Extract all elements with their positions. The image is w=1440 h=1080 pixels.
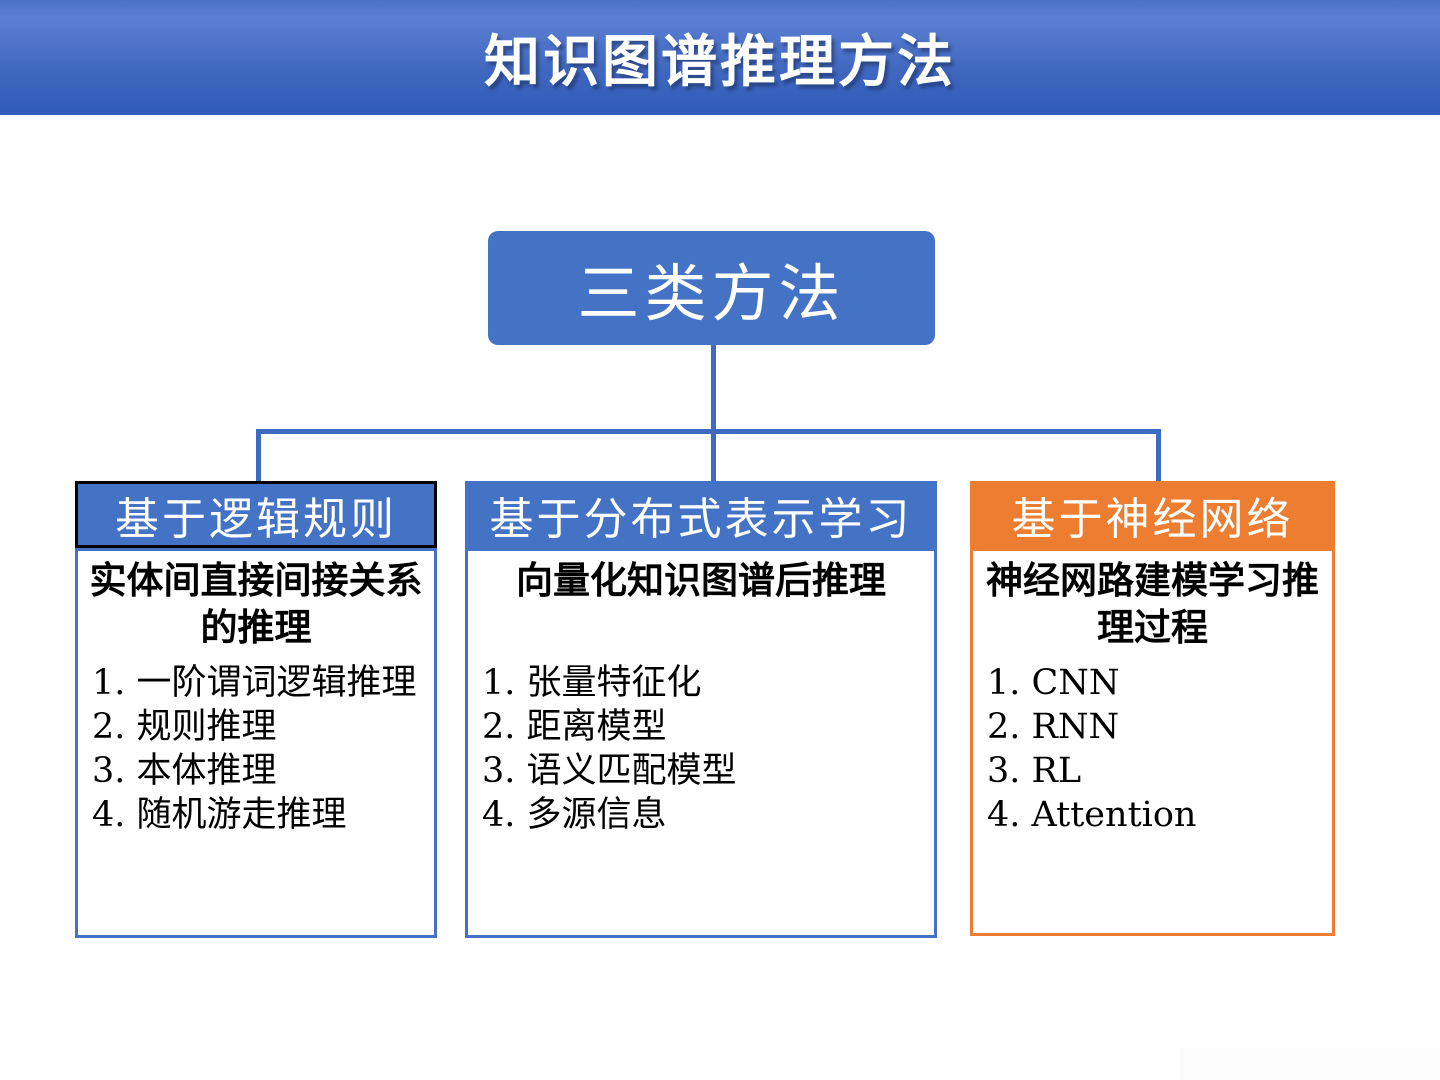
- list-item: 3. RL: [987, 751, 1082, 791]
- column-body-neural-network: 神经网路建模学习推理过程 1. CNN 2. RNN 3. RL 4. Atte…: [970, 548, 1335, 936]
- column-subtitle: 向量化知识图谱后推理: [516, 558, 886, 602]
- column-subtitle: 神经网路建模学习推理过程: [986, 558, 1319, 649]
- column-neural-network: 基于神经网络 神经网路建模学习推理过程 1. CNN 2. RNN 3. RL …: [970, 481, 1335, 936]
- connector-drop-left: [256, 429, 261, 481]
- list-item: 4. 多源信息: [482, 795, 667, 835]
- column-list: 1. CNN 2. RNN 3. RL 4. Attention: [973, 661, 1332, 837]
- connector-root-stem: [711, 345, 716, 434]
- list-item: 4. 随机游走推理: [92, 795, 347, 835]
- list-item: 4. Attention: [987, 795, 1197, 835]
- connector-drop-right: [1156, 429, 1161, 481]
- list-item: 1. 张量特征化: [482, 663, 702, 703]
- slide-title: 知识图谱推理方法: [484, 30, 956, 95]
- list-item: 2. 距离模型: [482, 707, 667, 747]
- list-item: 1. CNN: [987, 663, 1120, 703]
- list-item: 2. 规则推理: [92, 707, 277, 747]
- faint-bottom-right-panel: [1180, 1048, 1440, 1080]
- list-item: 1. 一阶谓词逻辑推理: [92, 663, 417, 703]
- column-subtitle: 实体间直接间接关系的推理: [89, 558, 423, 649]
- list-item: 2. RNN: [987, 707, 1120, 747]
- title-banner: 知识图谱推理方法: [0, 0, 1440, 115]
- column-list: 1. 张量特征化 2. 距离模型 3. 语义匹配模型 4. 多源信息: [468, 661, 934, 837]
- root-node-label: 三类方法: [577, 257, 846, 330]
- connector-drop-middle: [711, 429, 716, 481]
- column-header-distributed-representation: 基于分布式表示学习: [465, 481, 937, 548]
- column-list: 1. 一阶谓词逻辑推理 2. 规则推理 3. 本体推理 4. 随机游走推理: [78, 661, 434, 837]
- column-header-neural-network: 基于神经网络: [970, 481, 1335, 548]
- list-item: 3. 本体推理: [92, 751, 277, 791]
- column-header-label: 基于分布式表示学习: [489, 493, 913, 545]
- column-distributed-representation: 基于分布式表示学习 向量化知识图谱后推理 1. 张量特征化 2. 距离模型 3.…: [465, 481, 937, 938]
- connector-horizontal-bar: [256, 429, 1161, 434]
- column-body-logic-rules: 实体间直接间接关系的推理 1. 一阶谓词逻辑推理 2. 规则推理 3. 本体推理…: [75, 548, 437, 938]
- column-logic-rules: 基于逻辑规则 实体间直接间接关系的推理 1. 一阶谓词逻辑推理 2. 规则推理 …: [75, 481, 437, 938]
- column-header-label: 基于逻辑规则: [115, 493, 397, 545]
- column-header-logic-rules: 基于逻辑规则: [75, 481, 437, 548]
- root-node-box: 三类方法: [488, 231, 935, 345]
- column-body-distributed-representation: 向量化知识图谱后推理 1. 张量特征化 2. 距离模型 3. 语义匹配模型 4.…: [465, 548, 937, 938]
- column-header-label: 基于神经网络: [1011, 493, 1294, 545]
- list-item: 3. 语义匹配模型: [482, 751, 737, 791]
